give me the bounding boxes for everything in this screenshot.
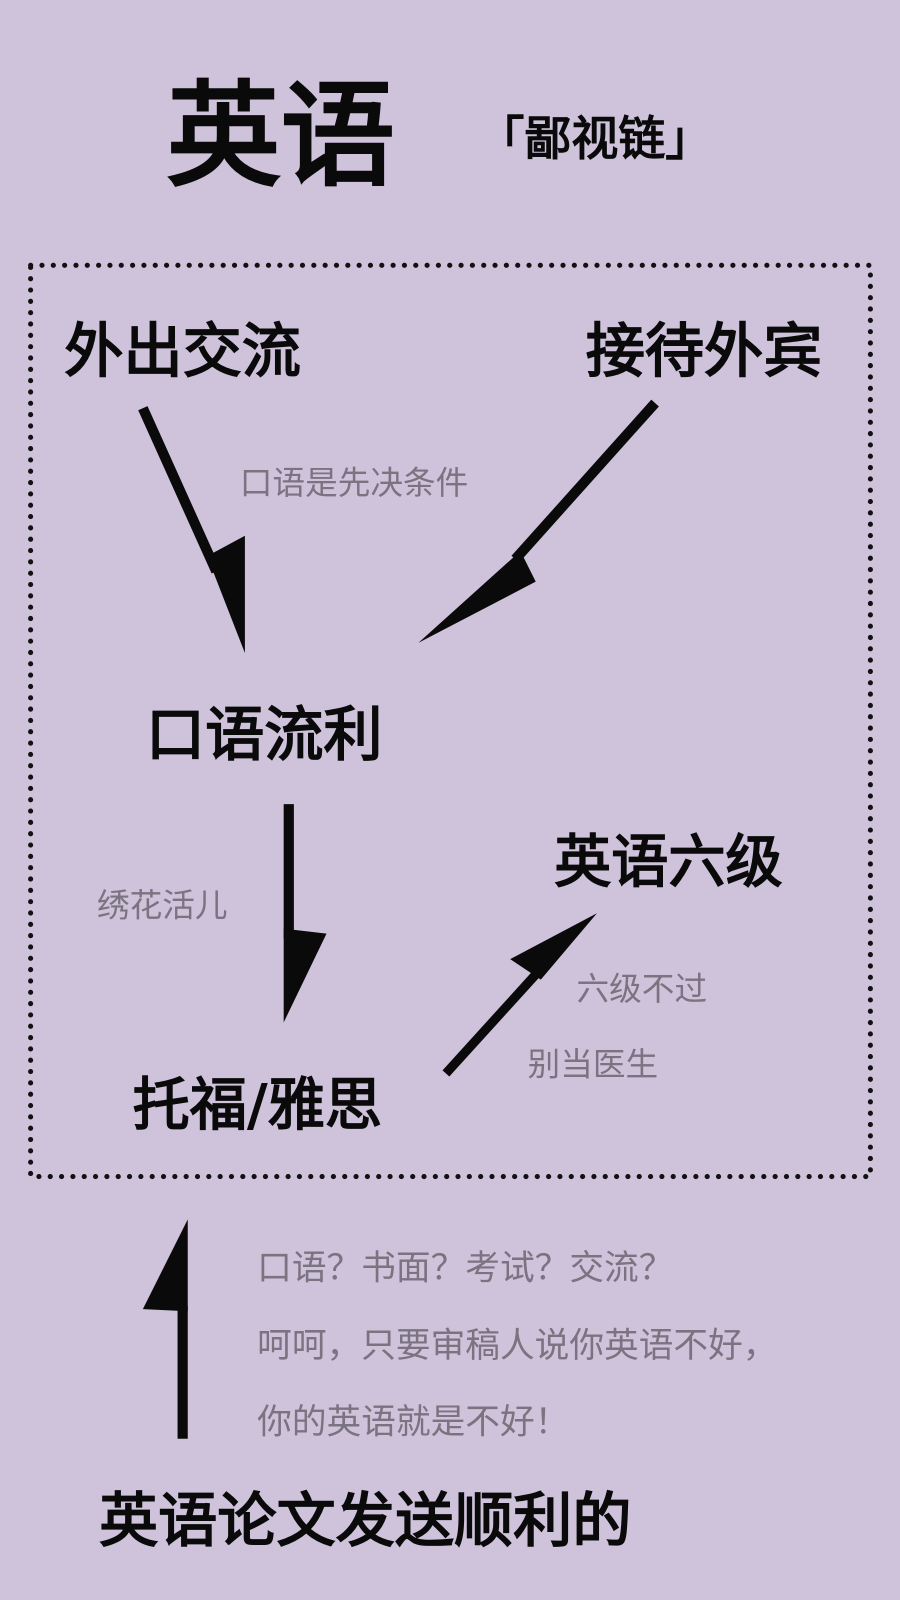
note-cet6-line1: 六级不过 (577, 970, 708, 1008)
node-cet6: 英语六级 (554, 830, 783, 896)
paragraph-line-1: 口语？书面？考试？交流？ (257, 1249, 673, 1289)
arrow-down-left-icon (418, 399, 659, 643)
note-cet6-line2: 别当医生 (528, 1046, 659, 1084)
node-fluent-speaking: 口语流利 (146, 700, 383, 769)
note-embroidery: 绣花活儿 (97, 886, 228, 924)
subtitle: 「鄙视链」 (478, 112, 713, 167)
paragraph-line-3: 你的英语就是不好！ (257, 1403, 569, 1443)
arrow-up-right-icon (442, 913, 597, 1077)
arrow-up-icon (142, 1219, 188, 1439)
main-title: 英语 (166, 70, 395, 203)
node-receiving-guests: 接待外宾 (586, 316, 823, 385)
arrow-down-right-icon (138, 406, 245, 654)
node-paper-published: 英语论文发送顺利的 (99, 1486, 632, 1555)
note-speaking-prerequisite: 口语是先决条件 (240, 464, 468, 502)
dotted-frame (28, 262, 873, 1180)
arrow-down-icon (283, 804, 327, 1023)
node-going-abroad: 外出交流 (64, 316, 301, 385)
node-toefl-ielts: 托福/雅思 (133, 1072, 382, 1138)
paragraph-line-2: 呵呵，只要审稿人说你英语不好， (257, 1326, 777, 1366)
